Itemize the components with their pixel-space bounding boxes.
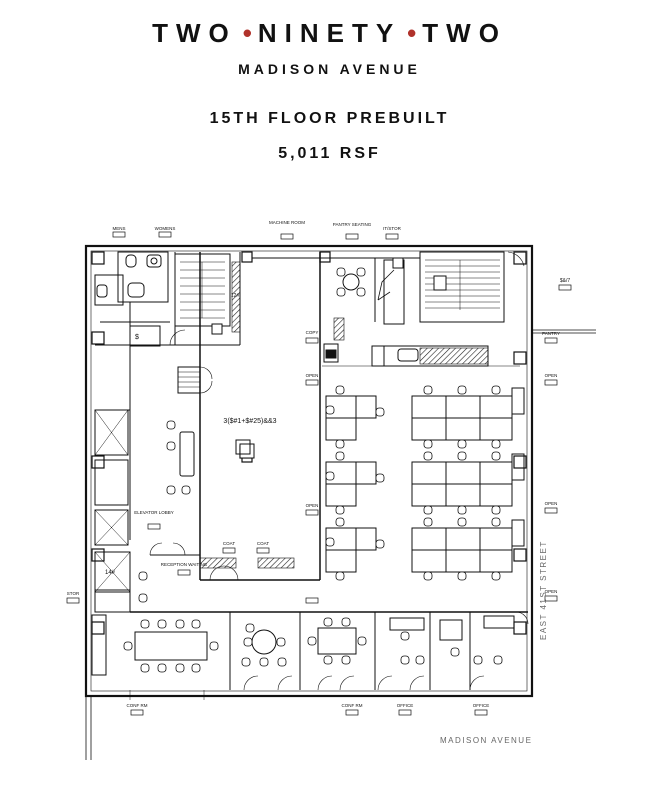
label-open-5: OPEN bbox=[545, 589, 558, 594]
title-dot-1: • bbox=[242, 18, 252, 48]
columns bbox=[91, 251, 527, 635]
building-core bbox=[94, 251, 321, 580]
label-open-4: OPEN bbox=[545, 501, 558, 506]
room-labels: MENS WOMENS MACHINE ROOM PANTRY SEATING … bbox=[67, 220, 571, 708]
label-it-stor: IT/STOR bbox=[383, 226, 401, 231]
building-title: TWO•NINETY•TWO bbox=[0, 18, 659, 49]
label-pantry: PANTRY SEATING bbox=[333, 222, 372, 227]
south-offices bbox=[91, 611, 529, 700]
label-open-2: OPEN bbox=[306, 503, 319, 508]
label-center-code: 3($#1+$#25)&&3 bbox=[223, 418, 276, 425]
title-dot-2: • bbox=[407, 18, 417, 48]
label-conf-1: CONF RM bbox=[127, 703, 148, 708]
lobby-furniture bbox=[138, 420, 320, 603]
label-reception: RECEPTION WAITING bbox=[161, 562, 208, 567]
label-tag-right: $&/7 bbox=[560, 278, 571, 284]
label-pantry-right: PANTRY bbox=[542, 331, 560, 336]
label-tag-stair: 14# bbox=[105, 570, 116, 576]
label-dollar: $ bbox=[135, 334, 139, 341]
label-office-2: OFFICE bbox=[473, 703, 490, 708]
label-open-3: OPEN bbox=[545, 373, 558, 378]
workstations bbox=[325, 385, 525, 580]
area-label: 5,011 RSF bbox=[278, 145, 381, 162]
label-machine-room: MACHINE ROOM bbox=[269, 220, 305, 225]
label-open-1: OPEN bbox=[306, 373, 319, 378]
label-coat-2: COAT bbox=[257, 541, 269, 546]
room-tags bbox=[66, 231, 572, 716]
title-word-1: TWO bbox=[152, 18, 237, 48]
street-label-right: EAST 41ST STREET bbox=[539, 540, 548, 640]
title-word-3: TWO bbox=[422, 18, 507, 48]
label-stor: STOR bbox=[67, 591, 80, 596]
label-womens: WOMENS bbox=[155, 226, 176, 231]
label-conf-2: CONF RM bbox=[342, 703, 363, 708]
label-coat-1: COAT bbox=[223, 541, 235, 546]
label-tag-elev: 12# bbox=[231, 293, 240, 299]
label-mens: MENS bbox=[112, 226, 125, 231]
elevator-bank bbox=[94, 345, 131, 613]
label-elevator-lobby: ELEVATOR LOBBY bbox=[134, 510, 174, 515]
street-label-bottom: MADISON AVENUE bbox=[440, 736, 533, 745]
title-word-2: NINETY bbox=[257, 18, 402, 48]
label-office-1: OFFICE bbox=[397, 703, 414, 708]
exterior-walls bbox=[84, 244, 596, 760]
label-copy: COPY bbox=[306, 330, 319, 335]
building-subtitle: MADISON AVENUE bbox=[238, 61, 421, 77]
pantry-area bbox=[320, 251, 525, 367]
floor-title: 15TH FLOOR PREBUILT bbox=[209, 110, 450, 127]
